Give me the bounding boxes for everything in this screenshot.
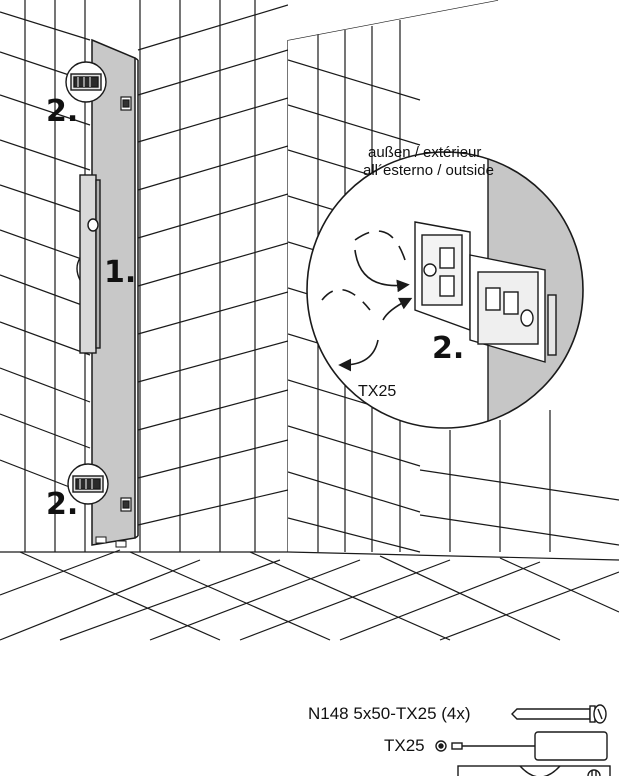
floor-tiles (0, 549, 619, 641)
glass-panel (91, 38, 139, 548)
step-label-detail: 2. (432, 331, 465, 366)
step-label-bottom-clip: 2. (46, 487, 79, 522)
top-clip-detail (65, 61, 107, 103)
screw-icon (511, 704, 607, 724)
detail-tool-label: TX25 (358, 383, 397, 400)
step-label-panel: 1. (104, 255, 137, 290)
detail-circle (306, 151, 584, 429)
handle-bar (76, 174, 101, 354)
position-label-line1: außen / extérieur (368, 144, 482, 161)
screw-label: N148 5x50-TX25 (4x) (308, 704, 471, 723)
screwdriver-label: TX25 (384, 736, 425, 755)
position-label-line2: all´esterno / outside (363, 162, 494, 179)
step-label-top-clip: 2. (46, 94, 79, 129)
screwdriver-icon (435, 731, 608, 761)
bottom-clip-detail (67, 463, 109, 505)
right-edge-clips (120, 96, 132, 512)
left-wall-tiles (0, 0, 288, 552)
spirit-level-icon (457, 765, 611, 780)
